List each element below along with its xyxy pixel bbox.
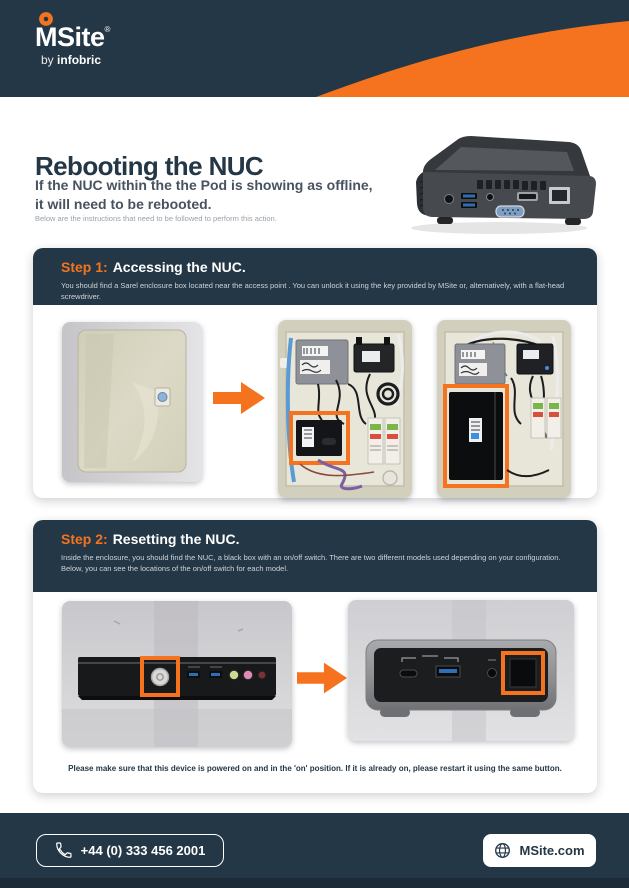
power-button-highlight-box (140, 656, 180, 697)
step-2-description-line-1: Inside the enclosure, you should find th… (61, 553, 561, 562)
photo-nuc-model-b-power-switch (348, 600, 574, 741)
step-2-header: Step 2:Resetting the NUC. Inside the enc… (33, 520, 597, 592)
page-subtitle: If the NUC within the the Pod is showing… (35, 176, 373, 214)
nuc-product-photo (393, 124, 605, 238)
footer-band: +44 (0) 333 456 2001 MSite.com (0, 813, 629, 888)
photo-open-enclosure-model-a (278, 320, 412, 498)
step-2-label: Step 2: (61, 531, 108, 547)
power-button-highlight-box (501, 651, 545, 695)
step-2-card: Step 2:Resetting the NUC. Inside the enc… (33, 520, 597, 793)
logo-ring-icon (39, 12, 53, 26)
step-2-description-line-2: Below, you can see the locations of the … (61, 564, 289, 573)
msite-logo: MSite® by infobric (35, 12, 111, 66)
step-2-title-text: Resetting the NUC. (112, 531, 240, 547)
step-2-note: Please make sure that this device is pow… (68, 764, 562, 773)
tagline-brand: infobric (57, 53, 102, 67)
subtitle-line-1: If the NUC within the the Pod is showing… (35, 177, 373, 193)
photo-closed-enclosure (62, 322, 202, 482)
photo-open-enclosure-model-b (437, 320, 571, 498)
nuc-highlight-box (443, 384, 509, 488)
phone-contact-button[interactable]: +44 (0) 333 456 2001 (36, 834, 224, 867)
nuc-highlight-box (289, 411, 350, 465)
phone-icon (55, 842, 72, 858)
footer-bottom-strip (0, 878, 629, 888)
page-title: Rebooting the NUC (35, 151, 264, 182)
step-1-label: Step 1: (61, 259, 108, 275)
website-label: MSite.com (519, 843, 585, 858)
registered-mark: ® (104, 25, 111, 34)
header-band: MSite® by infobric (0, 0, 629, 97)
step-1-card: Step 1:Accessing the NUC. You should fin… (33, 248, 597, 498)
step-1-description: You should find a Sarel enclosure box lo… (61, 281, 565, 301)
orange-swoosh-decoration (316, 21, 629, 97)
tagline-by: by (41, 53, 54, 67)
photo-nuc-model-a-power-switch (62, 601, 292, 747)
step-1-header: Step 1:Accessing the NUC. You should fin… (33, 248, 597, 305)
intro-note: Below are the instructions that need to … (35, 214, 277, 223)
phone-number: +44 (0) 333 456 2001 (80, 843, 206, 858)
step-1-title: Step 1:Accessing the NUC. (61, 259, 569, 275)
step-2-title: Step 2:Resetting the NUC. (61, 531, 569, 547)
globe-icon (495, 843, 511, 858)
logo-text: MSite (35, 22, 105, 52)
website-button[interactable]: MSite.com (483, 834, 596, 867)
step-1-title-text: Accessing the NUC. (112, 259, 246, 275)
logo-tagline: by infobric (41, 54, 110, 66)
subtitle-line-2: it will need to be rebooted. (35, 196, 212, 212)
arrow-right-icon (297, 660, 347, 696)
arrow-right-icon (213, 380, 265, 416)
step-2-description: Inside the enclosure, you should find th… (61, 552, 569, 574)
